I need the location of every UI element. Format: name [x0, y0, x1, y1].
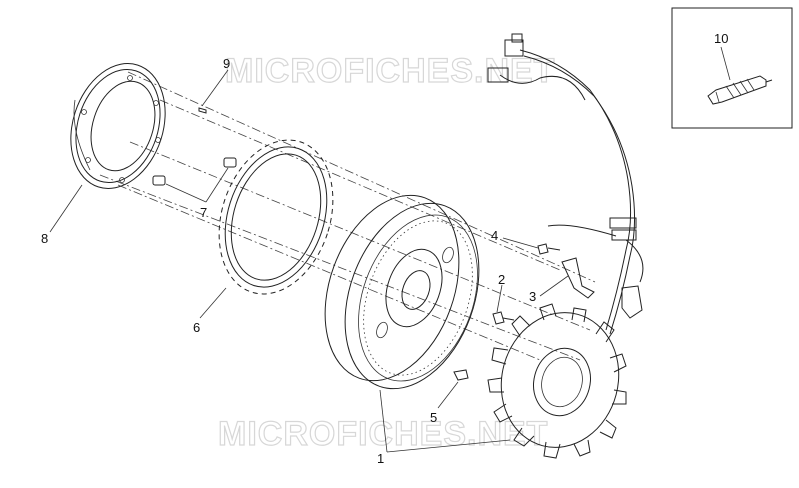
ring-part-8[interactable]	[55, 51, 180, 201]
toothed-ring-part-6[interactable]	[200, 125, 352, 309]
callout-10: 10	[714, 31, 728, 46]
connector-right[interactable]	[621, 285, 643, 319]
flywheel-part-1[interactable]	[301, 177, 503, 408]
pin-part-9[interactable]	[198, 107, 207, 114]
callout-4: 4	[491, 228, 498, 243]
callout-9: 9	[223, 56, 230, 71]
spark-plug-part[interactable]	[707, 75, 773, 105]
callout-3: 3	[529, 289, 536, 304]
connector-top[interactable]	[504, 33, 524, 57]
watermark-bottom: MICROFICHES.NET	[218, 415, 548, 453]
connector-middle[interactable]	[487, 67, 509, 83]
inset-box	[671, 7, 793, 129]
watermark-top: MICROFICHES.NET	[225, 52, 555, 90]
callout-1: 1	[377, 451, 384, 466]
screw-part-4[interactable]	[537, 243, 561, 255]
stator-part[interactable]	[486, 299, 633, 460]
screw-part-5[interactable]	[453, 369, 469, 381]
callout-7: 7	[200, 205, 207, 220]
callout-5: 5	[430, 410, 437, 425]
alignment-lines	[99, 71, 596, 361]
callout-6: 6	[193, 320, 200, 335]
dowel-part-7a[interactable]	[223, 157, 237, 168]
bolt-part-2[interactable]	[492, 311, 515, 325]
callout-2: 2	[498, 272, 505, 287]
leader-lines	[49, 69, 569, 453]
wiring-harness	[499, 49, 644, 335]
bracket-part-3[interactable]	[561, 257, 595, 299]
callout-8: 8	[41, 231, 48, 246]
dowel-part-7b[interactable]	[152, 175, 166, 186]
